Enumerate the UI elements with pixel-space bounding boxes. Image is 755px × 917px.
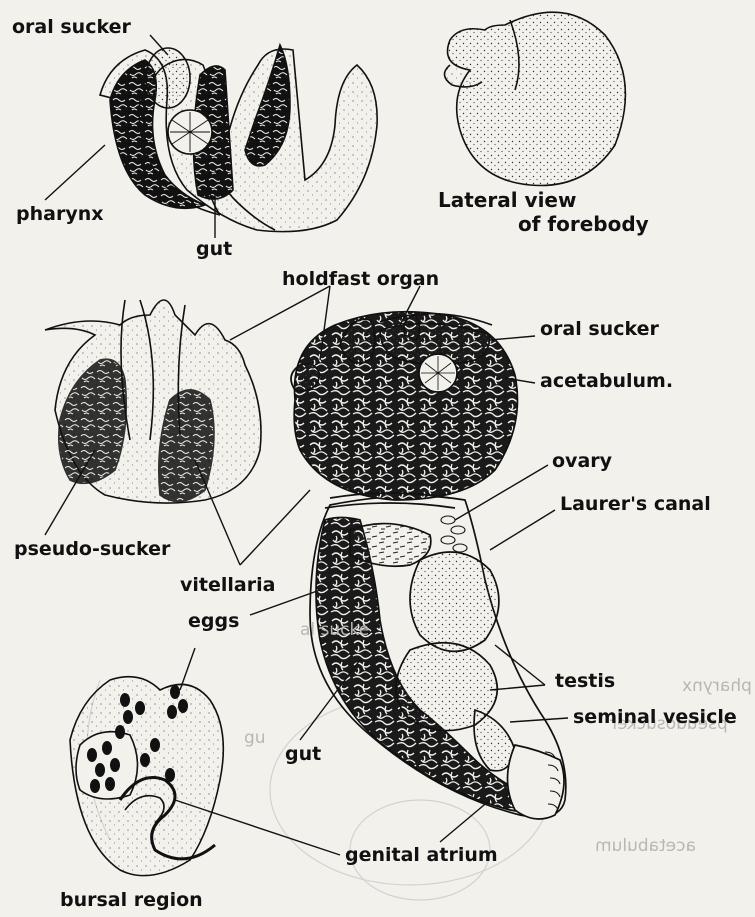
label-pharynx: pharynx [16, 205, 104, 224]
main-specimen [291, 312, 566, 819]
label-acetabulum: acetabulum. [540, 372, 673, 391]
top-left-section [100, 45, 377, 232]
label-holdfast-organ: holdfast organ [282, 270, 439, 289]
label-lateral-view: Lateral view [438, 190, 576, 210]
label-oral-sucker-main: oral sucker [540, 320, 659, 339]
label-genital-atrium: genital atrium [345, 846, 498, 865]
label-eggs: eggs [188, 612, 239, 631]
label-vitellaria: vitellaria [180, 576, 275, 595]
bursal-region-section [70, 677, 223, 876]
label-ovary: ovary [552, 452, 612, 471]
label-testis: testis [555, 672, 615, 691]
ghost-label-oral-sucker: al sucke [300, 622, 369, 639]
ghost-label-gut: gu [244, 730, 266, 747]
label-of-forebody: of forebody [518, 214, 649, 234]
label-oral-sucker-top: oral sucker [12, 18, 131, 37]
label-gut-top: gut [196, 240, 232, 259]
label-bursal-region: bursal region [60, 891, 203, 910]
label-gut-main: gut [285, 745, 321, 764]
label-pseudo-sucker: pseudo-sucker [14, 540, 170, 559]
ghost-label-pharynx: pharynx [682, 678, 752, 695]
label-seminal-vesicle: seminal vesicle [573, 708, 737, 727]
ghost-label-acetabulum: acetabulum [595, 838, 696, 855]
pseudo-sucker-section [45, 300, 261, 503]
label-laurers-canal: Laurer's canal [560, 495, 711, 514]
lateral-view-figure [444, 12, 625, 185]
